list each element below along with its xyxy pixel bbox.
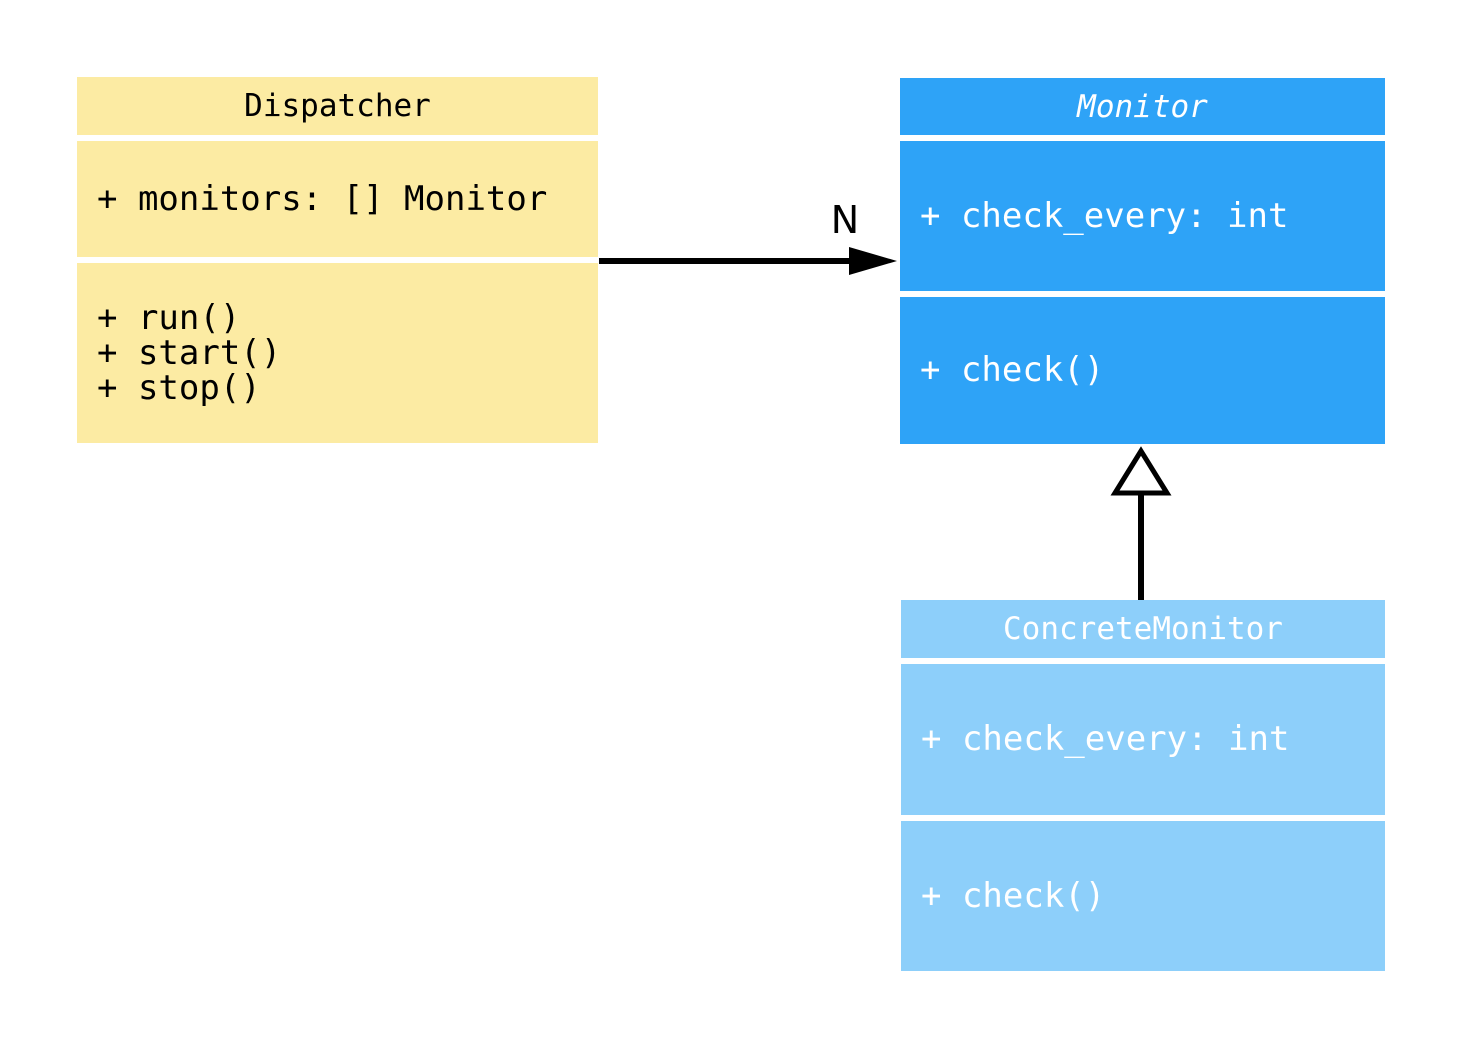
class-dispatcher-header: Dispatcher [77,77,598,135]
attribute-line: + check_every: int [921,719,1290,759]
class-concretemonitor-methods: + check() [901,821,1385,971]
method-line: + stop() [97,367,261,408]
class-concretemonitor-header: ConcreteMonitor [901,600,1385,658]
class-dispatcher-attributes: + monitors: [] Monitor [77,141,598,257]
association-multiplicity-label: N [830,198,860,242]
method-line: + check() [921,875,1106,916]
class-monitor-methods: + check() [900,297,1385,444]
class-concretemonitor-attributes: + check_every: int [901,664,1385,815]
class-monitor-attributes: + check_every: int [900,141,1385,291]
class-concretemonitor-name: ConcreteMonitor [1003,611,1283,647]
attribute-line: + check_every: int [920,195,1289,236]
class-dispatcher-methods: + run() + start() + stop() [77,263,598,443]
class-dispatcher-name: Dispatcher [244,88,431,124]
class-monitor: Monitor + check_every: int + check() [900,78,1385,444]
method-line: + start() [97,332,282,373]
class-dispatcher: Dispatcher + monitors: [] Monitor + run(… [77,77,598,443]
attribute-line: + monitors: [] Monitor [97,178,548,219]
method-line: + check() [920,350,1105,390]
association-arrowhead-icon [849,247,897,275]
class-monitor-header: Monitor [900,78,1385,135]
generalization-triangle-icon [1110,446,1172,496]
class-monitor-name: Monitor [1077,88,1208,125]
class-concretemonitor: ConcreteMonitor + check_every: int + che… [901,600,1385,971]
method-line: + run() [97,297,241,338]
